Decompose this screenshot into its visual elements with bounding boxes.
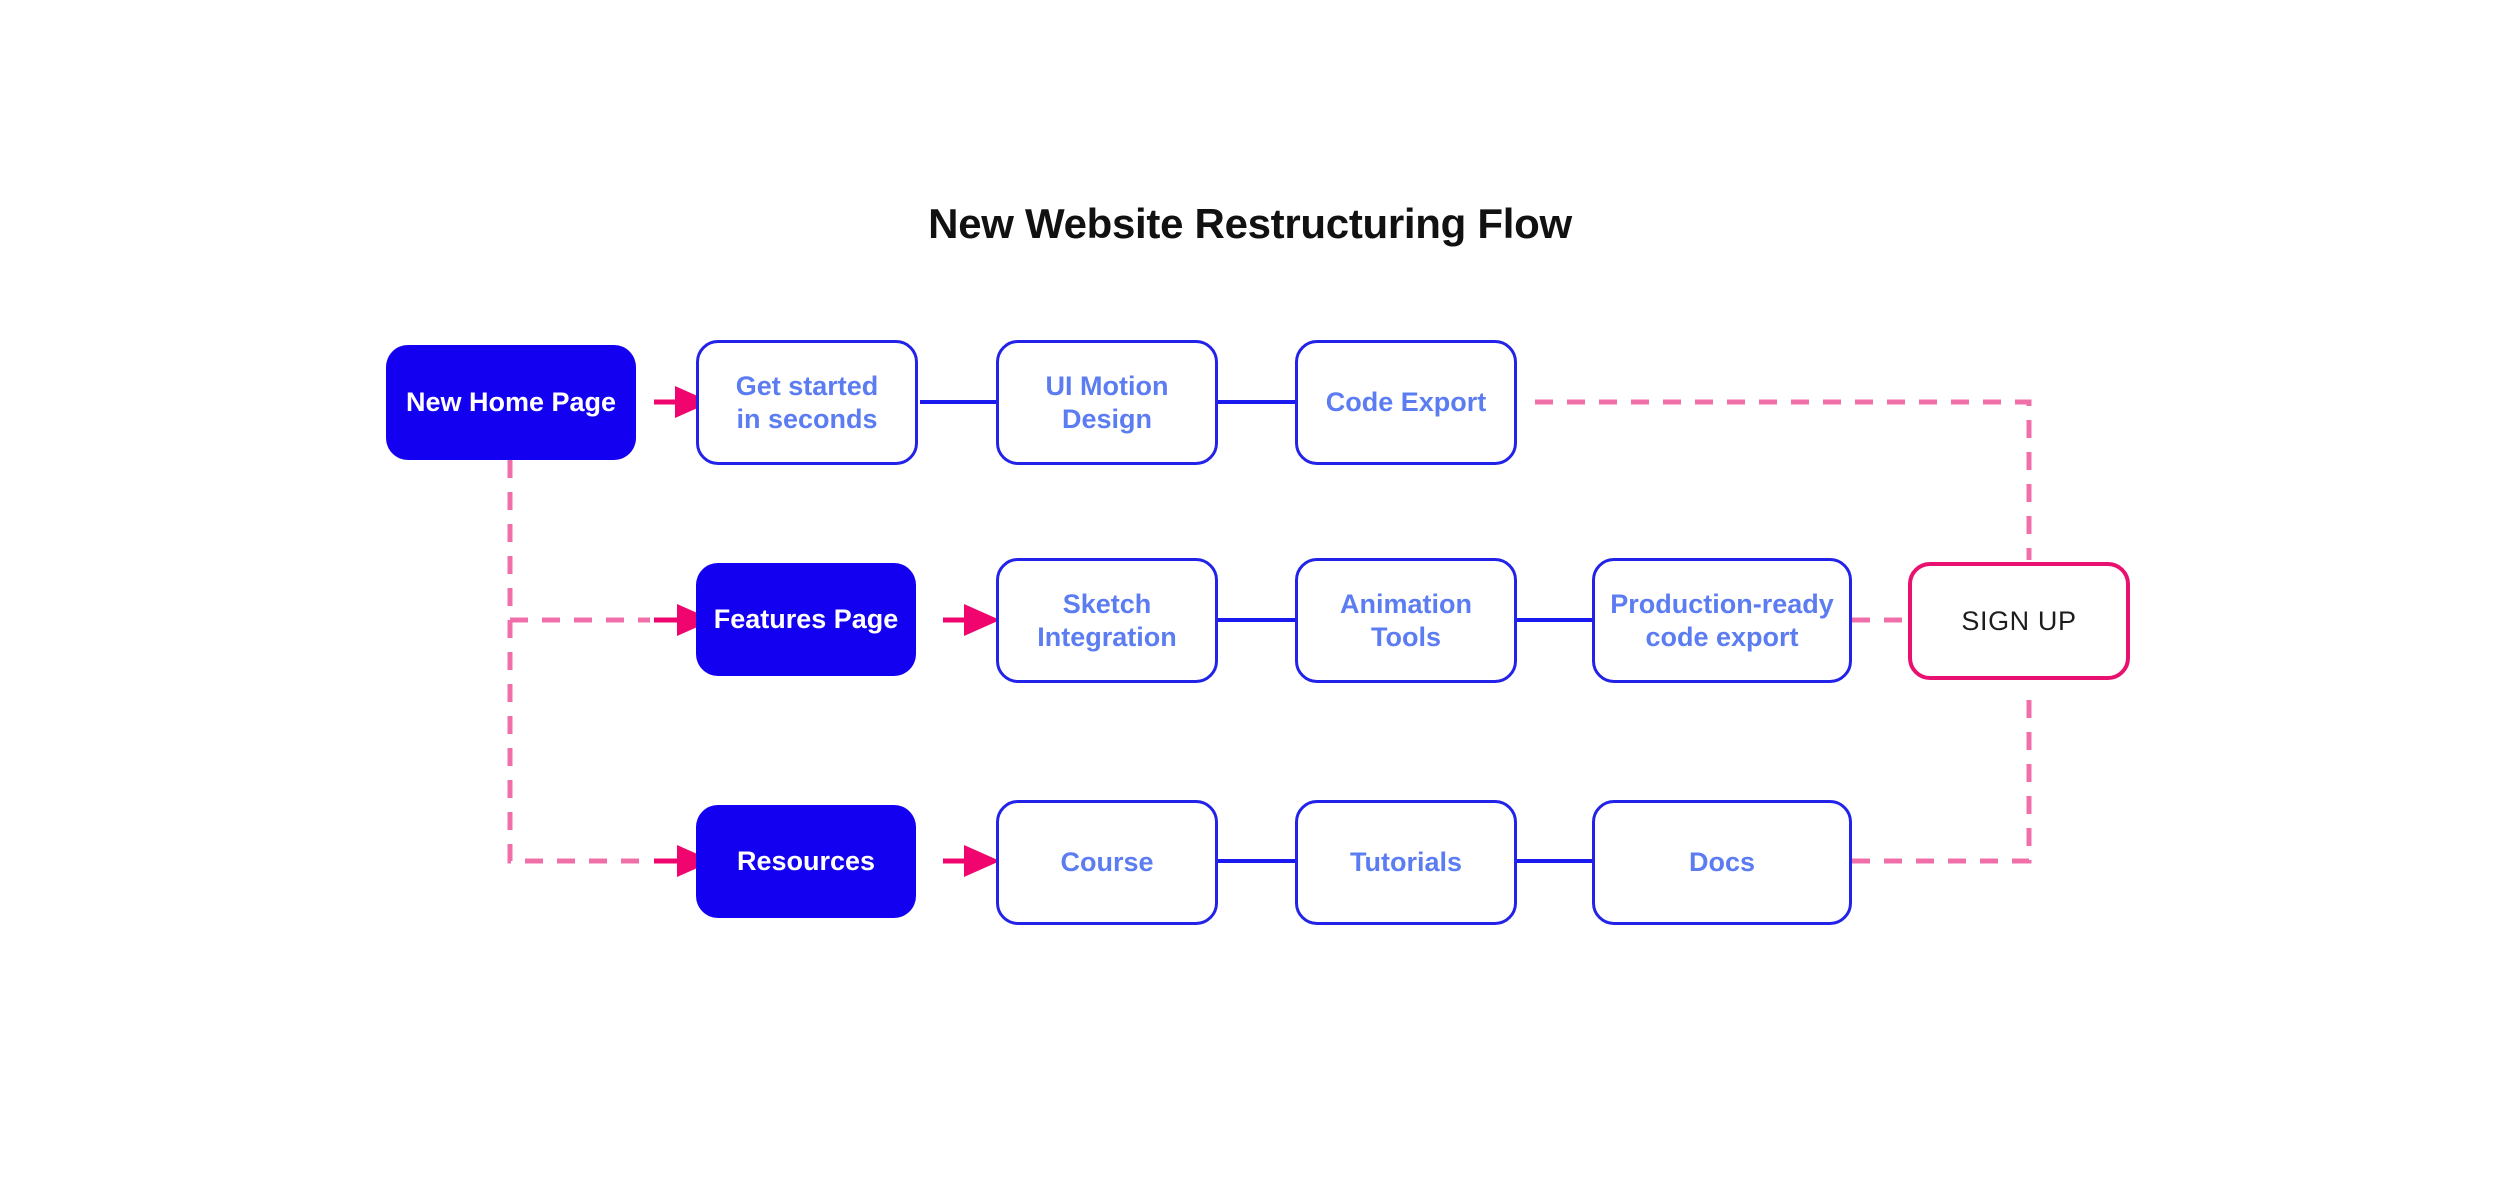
node-get-started-in-seconds[interactable]: Get started in seconds [696, 340, 918, 465]
dashed-docs-to-signup [1852, 688, 2032, 864]
node-ui-motion-design[interactable]: UI Motion Design [996, 340, 1218, 465]
node-code-export[interactable]: Code Export [1295, 340, 1517, 465]
page-title: New Website Restructuring Flow [928, 200, 1572, 247]
node-resources[interactable]: Resources [696, 805, 916, 918]
node-animation-tools[interactable]: Animation Tools [1295, 558, 1517, 683]
dashed-codeexport-to-signup [1535, 399, 2032, 560]
node-new-home-page[interactable]: New Home Page [386, 345, 636, 460]
node-tutorials[interactable]: Tutorials [1295, 800, 1517, 925]
node-sign-up[interactable]: SIGN UP [1908, 562, 2130, 680]
node-course[interactable]: Course [996, 800, 1218, 925]
node-docs[interactable]: Docs [1592, 800, 1852, 925]
dashed-home-branch [507, 460, 650, 864]
node-features-page[interactable]: Features Page [696, 563, 916, 676]
node-production-ready-code-export[interactable]: Production-ready code export [1592, 558, 1852, 683]
node-sketch-integration[interactable]: Sketch Integration [996, 558, 1218, 683]
